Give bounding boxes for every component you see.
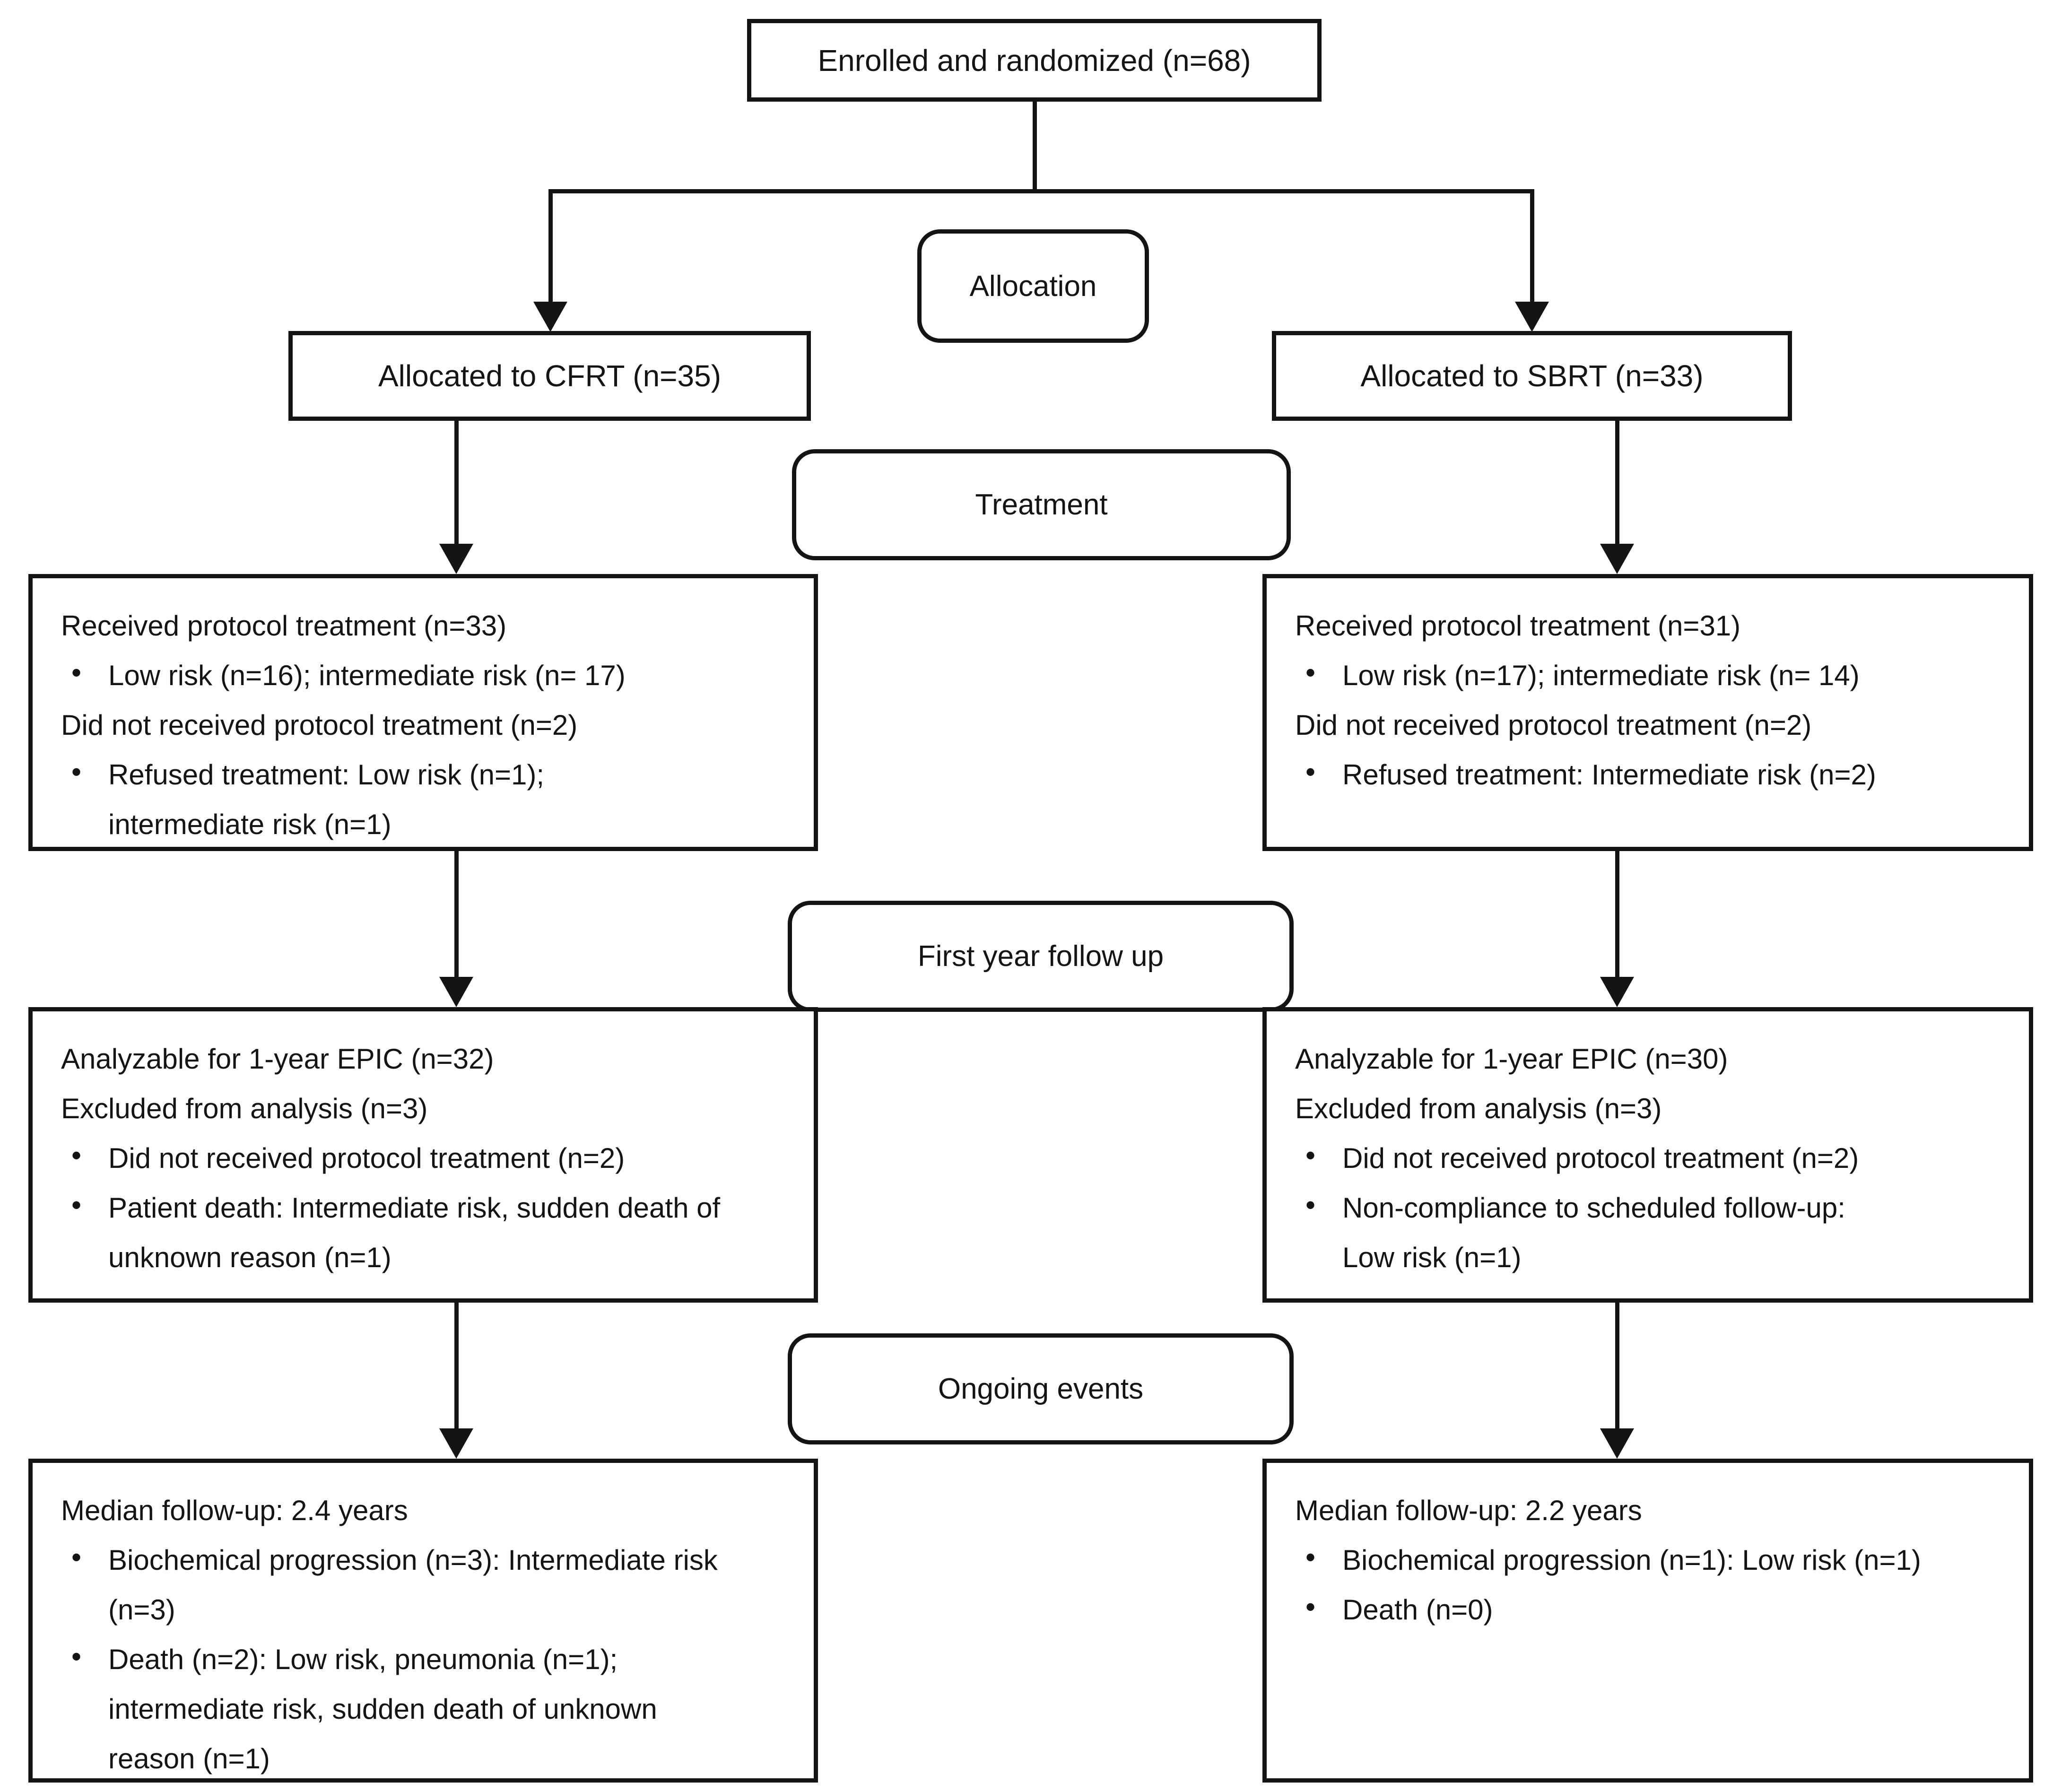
cfrt-allocated-box: Allocated to CFRT (n=35) [288, 331, 811, 421]
text-line: Analyzable for 1-year EPIC (n=30) [1295, 1043, 1728, 1075]
text-line: Median follow-up: 2.4 years [61, 1495, 408, 1526]
text-line: • Non-compliance to scheduled follow-up: [1295, 1183, 2019, 1233]
arrowhead-down-icon [1600, 977, 1634, 1007]
bullet-icon: • [71, 1541, 82, 1573]
text-line: • Biochemical progression (n=3): Intermed… [61, 1535, 804, 1585]
text-line: • Did not received protocol treatment (n=… [61, 1133, 804, 1183]
bullet-icon: • [1305, 1541, 1316, 1573]
text-line: • Death (n=0) [1295, 1585, 2019, 1635]
sbrt-ongoing-box: Median follow-up: 2.2 years • Biochemical … [1262, 1459, 2033, 1783]
text-line: Analyzable for 1-year EPIC (n=32) [61, 1043, 494, 1075]
text-line-content: Low risk (n=17); intermediate risk (n= 1… [1342, 660, 1860, 691]
cfrt-treatment-box: Received protocol treatment (n=33) • Low r… [28, 574, 818, 851]
connector-sbrt-to-treatment [1615, 421, 1619, 545]
cfrt-ongoing-box: Median follow-up: 2.4 years • Biochemical … [28, 1459, 818, 1783]
connector-left-branch [548, 189, 553, 305]
text-line: • Refused treatment: Low risk (n=1); [61, 750, 804, 800]
bullet-icon: • [1305, 657, 1316, 688]
sbrt-treatment-box: Received protocol treatment (n=31) • Low r… [1262, 574, 2033, 851]
text-line: intermediate risk, sudden death of unkno… [108, 1693, 657, 1725]
connector-sbrt-to-ongoing [1615, 1303, 1619, 1429]
stage-label-first-year-follow-up: First year follow up [788, 901, 1294, 1012]
arrowhead-down-icon [439, 544, 473, 574]
connector-branch-line [548, 189, 1534, 193]
arrowhead-down-icon [1600, 1428, 1634, 1459]
text-line: Excluded from analysis (n=3) [61, 1093, 428, 1124]
bullet-icon: • [71, 756, 82, 788]
bullet-icon: • [1305, 1591, 1316, 1623]
connector-right-branch [1530, 189, 1534, 305]
text-line-content: Refused treatment: Low risk (n=1); [108, 759, 545, 791]
connector-cfrt-to-ongoing [454, 1303, 459, 1429]
text-line: Did not received protocol treatment (n=2… [1295, 709, 1812, 741]
bullet-icon: • [71, 1140, 82, 1171]
text-line-content: Death (n=2): Low risk, pneumonia (n=1); [108, 1644, 618, 1675]
bullet-icon: • [71, 1641, 82, 1672]
enrolled-randomized-box: Enrolled and randomized (n=68) [747, 19, 1322, 102]
text-line: • Did not received protocol treatment (n=… [1295, 1133, 2019, 1183]
text-line: Received protocol treatment (n=31) [1295, 610, 1741, 642]
text-line-content: Death (n=0) [1342, 1594, 1493, 1626]
stage-label-allocation: Allocation [917, 229, 1149, 343]
connector-cfrt-to-first-year [454, 851, 459, 978]
text-line: Median follow-up: 2.2 years [1295, 1495, 1642, 1526]
text-line: • Death (n=2): Low risk, pneumonia (n=1); [61, 1635, 804, 1684]
text-line: • Refused treatment: Intermediate risk (n… [1295, 750, 2019, 800]
text-line: Low risk (n=1) [1342, 1242, 1522, 1273]
arrowhead-down-icon [1600, 544, 1634, 574]
connector-sbrt-to-first-year [1615, 851, 1619, 978]
text-line: • Low risk (n=16); intermediate risk (n= … [61, 651, 804, 700]
bullet-icon: • [71, 1189, 82, 1221]
sbrt-first-year-box: Analyzable for 1-year EPIC (n=30) Exclude… [1262, 1007, 2033, 1303]
text-line: Did not received protocol treatment (n=2… [61, 709, 578, 741]
cfrt-first-year-box: Analyzable for 1-year EPIC (n=32) Exclude… [28, 1007, 818, 1303]
arrowhead-down-icon [439, 1428, 473, 1459]
arrowhead-down-icon [1515, 302, 1549, 332]
stage-label-ongoing-events: Ongoing events [788, 1333, 1294, 1444]
stage-label-treatment: Treatment [792, 449, 1291, 560]
text-line: (n=3) [108, 1594, 175, 1626]
text-line-content: Biochemical progression (n=1): Low risk … [1342, 1544, 1921, 1576]
arrowhead-down-icon [533, 302, 567, 332]
bullet-icon: • [1305, 1140, 1316, 1171]
text-line-content: Refused treatment: Intermediate risk (n=… [1342, 759, 1876, 791]
text-line: intermediate risk (n=1) [108, 809, 391, 840]
text-line-content: Biochemical progression (n=3): Intermedi… [108, 1544, 718, 1576]
bullet-icon: • [1305, 756, 1316, 788]
text-line-content: Did not received protocol treatment (n=2… [108, 1142, 625, 1174]
text-line-content: Low risk (n=16); intermediate risk (n= 1… [108, 660, 626, 691]
text-line-content: Non-compliance to scheduled follow-up: [1342, 1192, 1845, 1224]
text-line: • Patient death: Intermediate risk, sudde… [61, 1183, 804, 1233]
text-line: unknown reason (n=1) [108, 1242, 391, 1273]
text-line-content: Patient death: Intermediate risk, sudden… [108, 1192, 721, 1224]
sbrt-allocated-box: Allocated to SBRT (n=33) [1272, 331, 1792, 421]
text-line-content: Did not received protocol treatment (n=2… [1342, 1142, 1859, 1174]
text-line: • Biochemical progression (n=1): Low risk… [1295, 1535, 2019, 1585]
bullet-icon: • [1305, 1189, 1316, 1221]
text-line: Received protocol treatment (n=33) [61, 610, 507, 642]
connector-top-stub [1033, 102, 1037, 189]
arrowhead-down-icon [439, 977, 473, 1007]
text-line: • Low risk (n=17); intermediate risk (n= … [1295, 651, 2019, 700]
text-line: Excluded from analysis (n=3) [1295, 1093, 1662, 1124]
bullet-icon: • [71, 657, 82, 688]
connector-cfrt-to-treatment [454, 421, 459, 545]
text-line: reason (n=1) [108, 1743, 270, 1775]
